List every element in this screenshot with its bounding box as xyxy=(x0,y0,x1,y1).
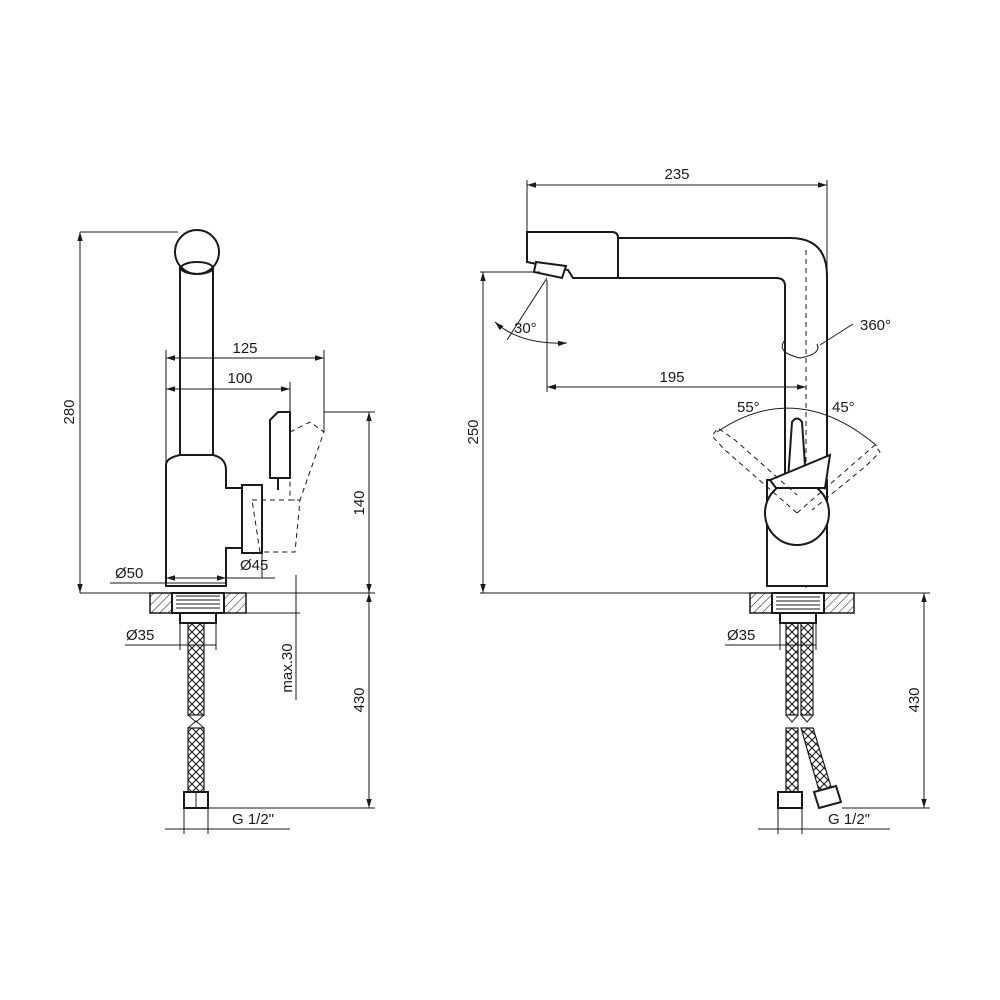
dim-250-label: 250 xyxy=(465,419,482,444)
front-swivel-arc xyxy=(781,339,819,359)
side-aerator xyxy=(180,261,214,275)
dim-430-label: 430 xyxy=(351,687,368,712)
dim-30-arc xyxy=(494,321,568,347)
front-hose-fitting-left xyxy=(777,791,803,809)
dim-235-label: 235 xyxy=(664,166,689,183)
side-lever-alt xyxy=(289,421,325,501)
front-lever-alt-left xyxy=(711,427,798,514)
front-hose-right-lower xyxy=(800,727,833,795)
dim-55-label: 55° xyxy=(737,399,760,416)
side-hose-upper xyxy=(187,622,205,716)
side-body xyxy=(165,454,243,587)
dim-125-label: 125 xyxy=(232,340,257,357)
front-dim-430-label: 430 xyxy=(906,687,923,712)
front-spout-head xyxy=(526,231,619,279)
front-lever-arc xyxy=(716,407,878,447)
front-hose-right-upper xyxy=(800,622,814,716)
dim-100-label: 100 xyxy=(227,370,252,387)
dim-140-label: 140 xyxy=(351,490,368,515)
front-thread-stub xyxy=(779,612,817,624)
dim-d35-label: Ø35 xyxy=(126,627,154,644)
dim-45-label: 45° xyxy=(832,399,855,416)
side-hose-lower xyxy=(187,727,205,793)
dim-30-label: 30° xyxy=(514,320,537,337)
front-aerator xyxy=(532,260,568,280)
side-cartridge-alt xyxy=(251,499,301,553)
side-thread-stub xyxy=(179,612,217,624)
dim-d50-label: Ø50 xyxy=(115,565,143,582)
side-hose-break xyxy=(187,714,205,729)
dim-280-label: 280 xyxy=(61,399,78,424)
dim-195-label: 195 xyxy=(659,369,684,386)
front-hose-left-upper xyxy=(785,622,799,716)
front-hose-break xyxy=(785,714,814,723)
dim-360-label: 360° xyxy=(860,317,891,334)
dim-g12-label: G 1/2" xyxy=(232,811,274,828)
dim-d45-label: Ø45 xyxy=(240,557,268,574)
front-hose-left-lower xyxy=(785,727,799,793)
front-dim-g12-label: G 1/2" xyxy=(828,811,870,828)
front-hose-fitting-right xyxy=(812,784,843,810)
front-view: 360° 235 250 195 30° 55 xyxy=(465,166,930,834)
front-dim-d35-label: Ø35 xyxy=(727,627,755,644)
side-spout-tube xyxy=(179,261,214,466)
side-lever xyxy=(269,411,291,479)
dim-max30-label: max.30 xyxy=(279,643,296,692)
front-thread-nut xyxy=(771,592,825,614)
side-view: 280 125 100 140 Ø50 Ø45 Ø35 max.30 xyxy=(61,229,375,834)
